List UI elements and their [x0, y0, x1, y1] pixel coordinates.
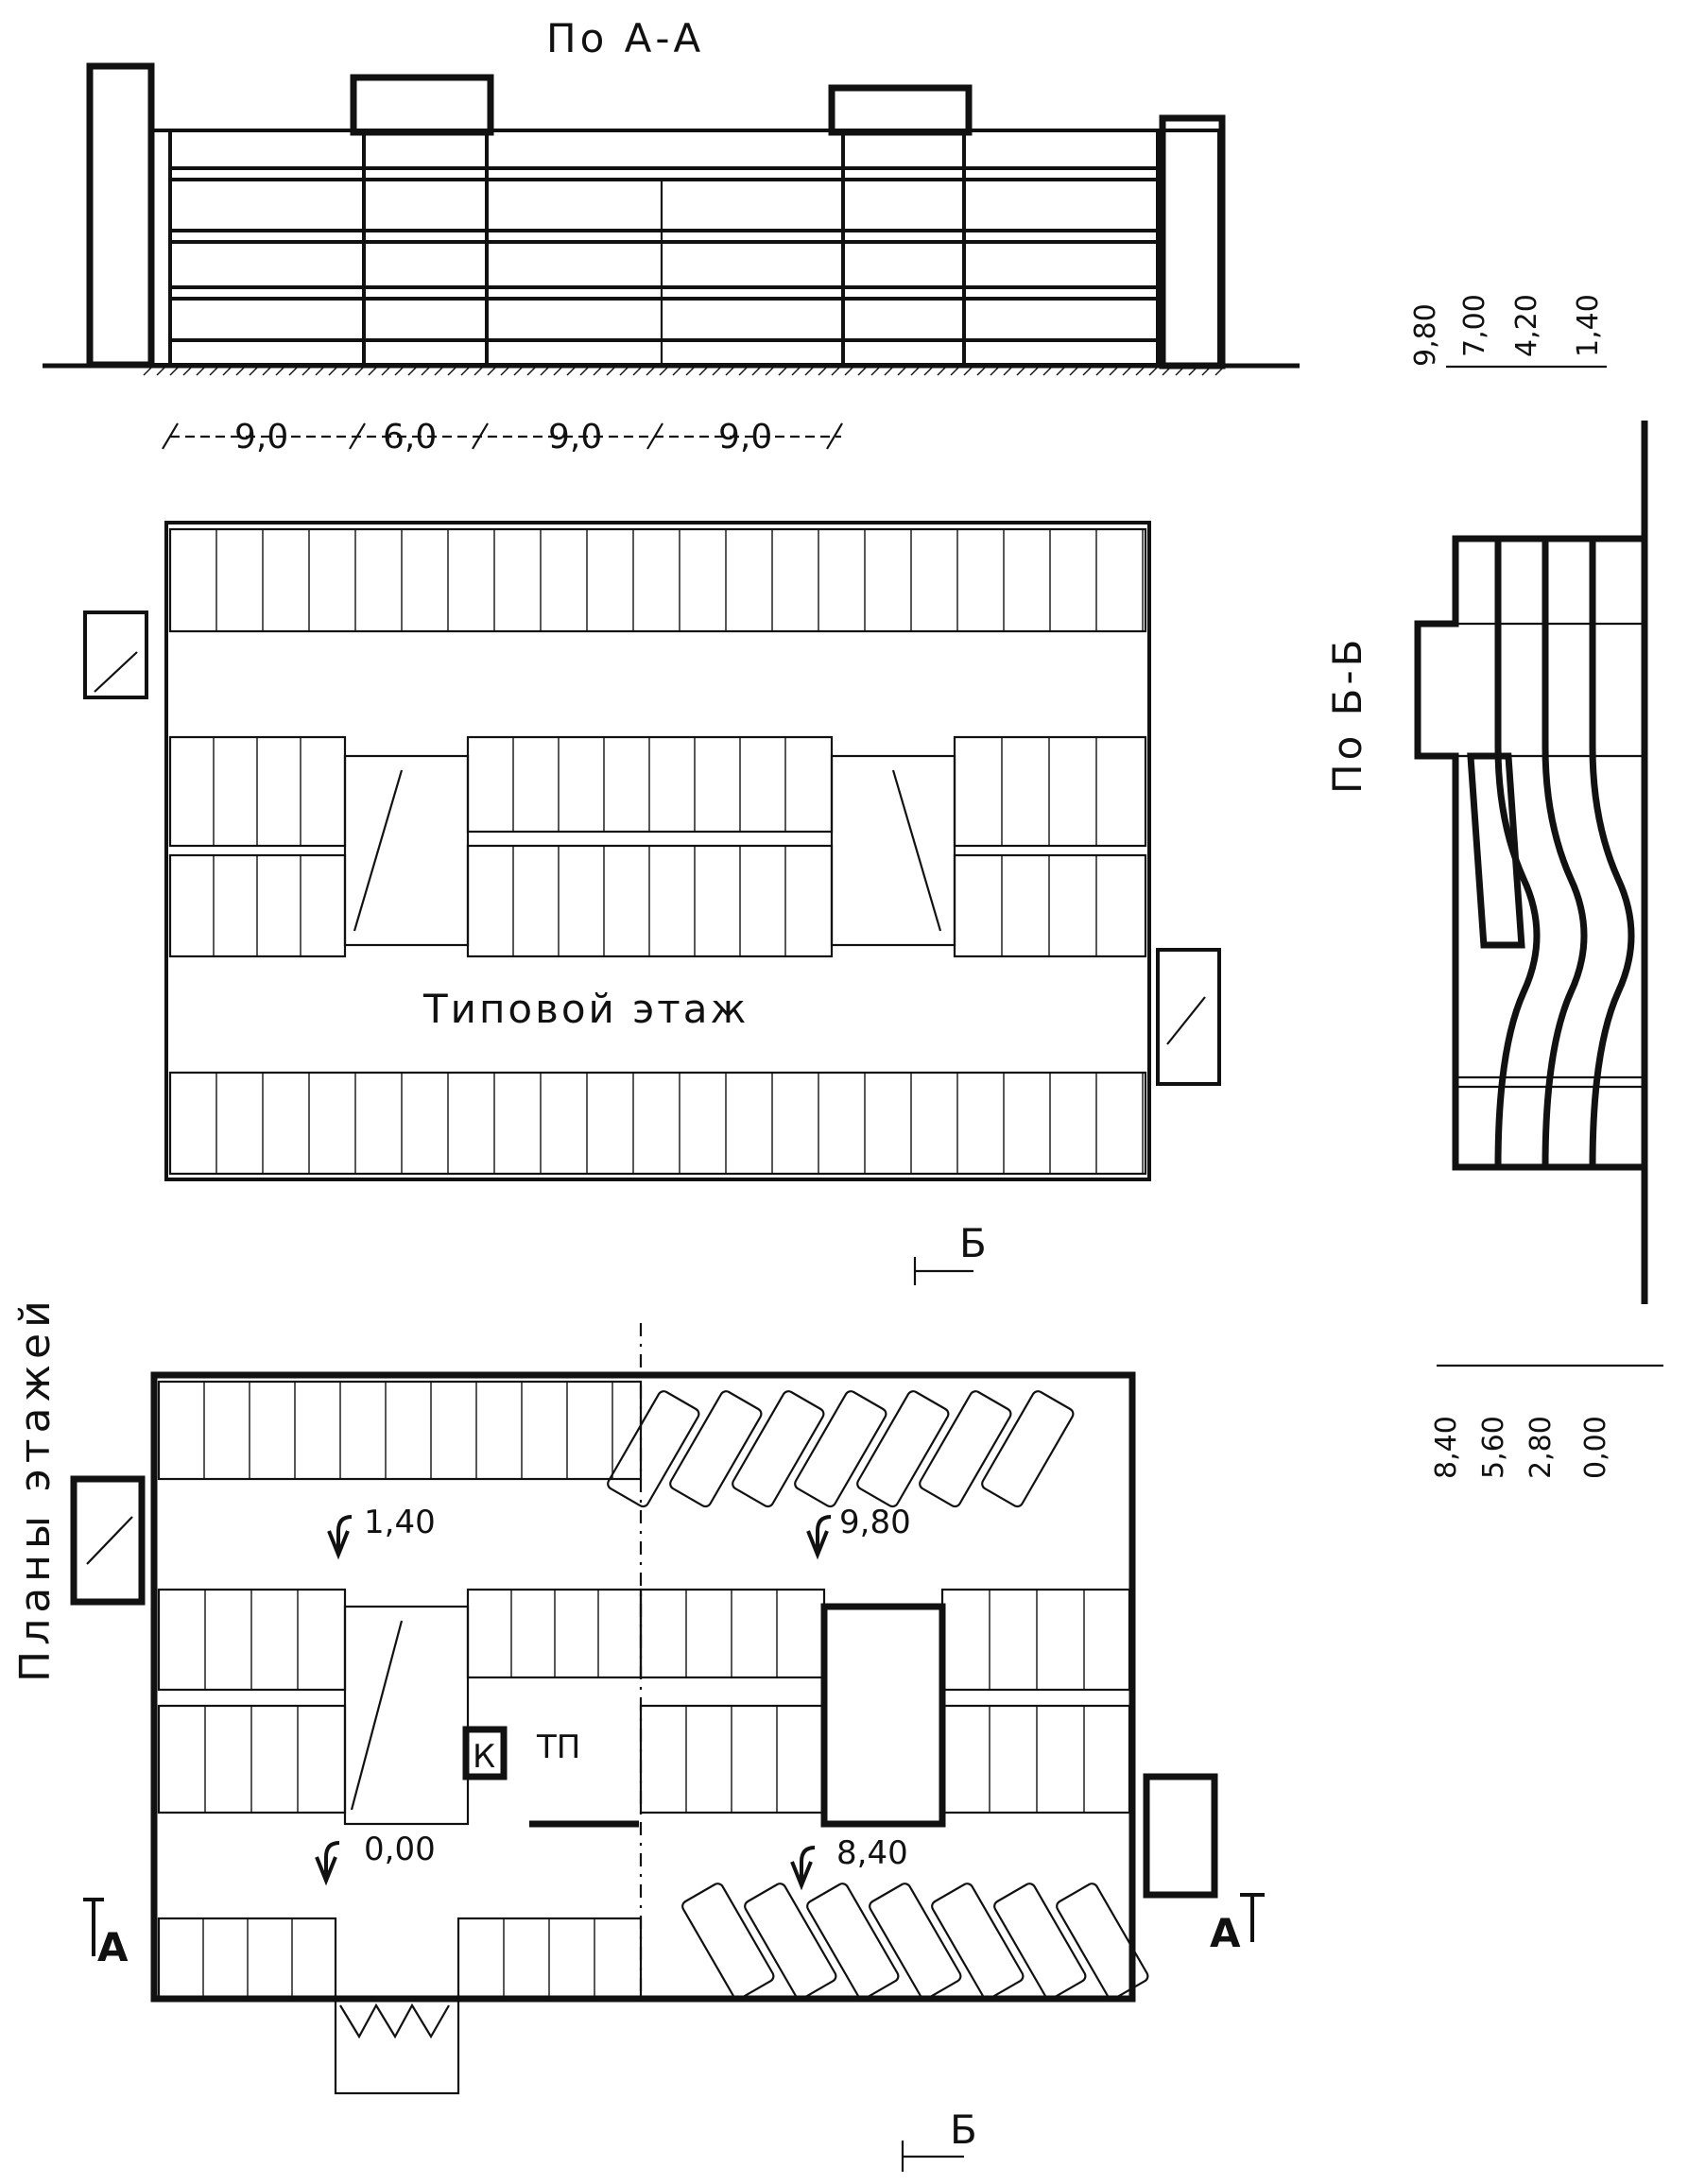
section-bb-title: По Б-Б	[1324, 636, 1370, 794]
svg-text:8,40: 8,40	[836, 1834, 908, 1872]
ground-diagonal-stalls	[607, 1390, 1149, 2001]
typical-floor-outline	[164, 521, 1151, 1181]
stair-tower-left	[86, 62, 155, 369]
entrance-vestibule	[334, 1997, 460, 2095]
room-k-label: К	[473, 1738, 495, 1776]
typical-stall-band-f	[953, 853, 1147, 958]
typical-stair-right	[1156, 948, 1221, 1086]
section-aa-title: По А-А	[546, 15, 704, 61]
svg-text:1,40: 1,40	[1572, 294, 1605, 357]
typical-stair-left	[83, 610, 148, 699]
bb-outline	[1414, 535, 1645, 1171]
level-label-1: 1,40	[327, 1504, 436, 1560]
svg-text:0,00: 0,00	[1579, 1416, 1612, 1479]
bb-ramp-walls	[1455, 539, 1645, 1168]
svg-text:2,80: 2,80	[1524, 1416, 1558, 1479]
ground-stall-band-c	[639, 1588, 826, 1679]
ground-stall-band-d	[940, 1588, 1131, 1692]
svg-text:9,80: 9,80	[839, 1504, 911, 1541]
svg-text:А: А	[97, 1924, 129, 1970]
bb-bottom-levels: 8,40 5,60 2,80 0,00	[1430, 1364, 1663, 1479]
ground-stair-right	[1143, 1773, 1218, 1899]
section-bb: По Б-Б 9,80 7,00 4,20 1,40 8,40 5,	[1324, 294, 1663, 1479]
svg-text:7,00: 7,00	[1458, 294, 1491, 357]
span-label-2: 6,0	[383, 418, 437, 456]
ground-ramps	[343, 1603, 946, 1828]
section-aa: По А-А	[43, 15, 1300, 456]
ramp-tower-right-top	[828, 84, 973, 136]
typical-stall-band-c	[953, 735, 1147, 848]
bb-top-levels: 9,80 7,00 4,20 1,40	[1409, 294, 1607, 369]
section-marker-b-top: Б	[913, 1220, 987, 1285]
level-label-4: 8,40	[790, 1834, 908, 1891]
room-tp-label: ТП	[536, 1728, 580, 1766]
building-body	[149, 129, 1221, 367]
ground-hatch	[143, 367, 1224, 376]
span-label-3: 9,0	[548, 418, 602, 456]
level-label-3: 0,00	[315, 1831, 436, 1886]
entrance-doors	[339, 2003, 450, 2039]
svg-text:Б: Б	[959, 1220, 987, 1266]
span-label-1: 9,0	[234, 418, 288, 456]
svg-text:8,40: 8,40	[1430, 1416, 1463, 1479]
ground-stall-band-f	[639, 1704, 826, 1814]
svg-text:0,00: 0,00	[364, 1831, 436, 1868]
floor-slabs	[170, 166, 1158, 342]
room-k-box	[462, 1726, 508, 1780]
section-marker-a-left: А	[83, 1898, 129, 1970]
typical-ramps	[343, 754, 956, 947]
section-marker-a-right: А	[1210, 1893, 1265, 1956]
svg-text:А: А	[1210, 1910, 1241, 1956]
typical-stall-band-bottom	[168, 1071, 1147, 1176]
plans-caption: Планы этажей	[11, 1295, 60, 1682]
ground-stall-band-top	[157, 1380, 643, 1481]
typical-floor-plan: Типовой этаж Б	[83, 521, 1221, 1285]
ramp-tower-left-top	[350, 74, 494, 136]
typical-parking-stalls	[168, 527, 1147, 1176]
typical-floor-title: Типовой этаж	[422, 986, 749, 1032]
ground-stall-band-g	[940, 1704, 1131, 1814]
svg-text:4,20: 4,20	[1510, 294, 1543, 357]
svg-text:5,60: 5,60	[1477, 1416, 1510, 1479]
span-label-4: 9,0	[718, 418, 772, 456]
typical-stall-band-top	[168, 527, 1147, 633]
level-label-2: 9,80	[806, 1504, 911, 1560]
section-columns	[168, 132, 1160, 365]
svg-text:Б: Б	[950, 2107, 977, 2153]
ground-floor-plan: К ТП 1,40 9,80 0,00 8,40 А	[70, 1323, 1265, 2172]
svg-text:9,80: 9,80	[1409, 303, 1442, 367]
section-marker-b-bottom: Б	[901, 2107, 977, 2172]
ground-stair-left	[70, 1475, 146, 1606]
span-dimensions: 9,0 6,0 9,0 9,0	[162, 418, 843, 456]
ground-floor-outline	[150, 1371, 1136, 2003]
svg-text:1,40: 1,40	[364, 1504, 436, 1541]
stair-tower-right	[1159, 114, 1226, 370]
